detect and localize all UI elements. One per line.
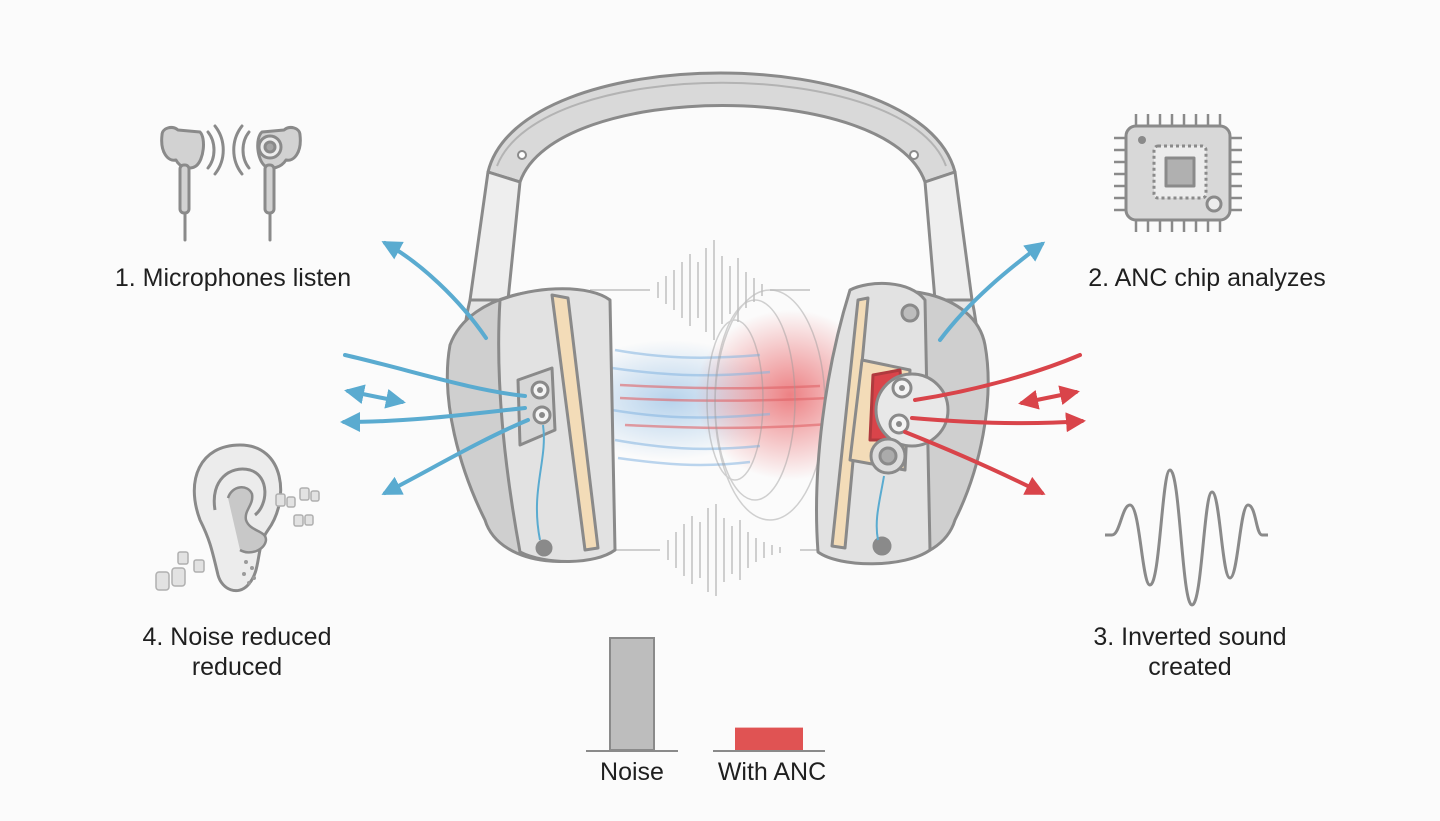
right-ear-cup [815, 281, 990, 566]
noise-arrow [381, 418, 530, 495]
inverted-wave-icon [1105, 468, 1268, 607]
step-3-line-1: 3. Inverted sound [1093, 623, 1287, 651]
step-4-line-1: 4. Noise reduced [142, 623, 332, 651]
noise-arrow [381, 241, 488, 340]
noise-bar [609, 637, 655, 751]
step-1-label: 1. Microphones listen [114, 264, 352, 292]
anti-noise-arrow [903, 430, 1046, 495]
right-slider [923, 170, 974, 302]
noise-comparison-chart [586, 637, 825, 752]
anti-noise-streams [619, 383, 831, 430]
step-4-line-2: reduced [191, 653, 283, 681]
headband [486, 71, 957, 184]
step-3-label: 3. Inverted sound created [1070, 622, 1310, 682]
noise-arrow [343, 353, 527, 398]
left-slider [468, 170, 522, 302]
noise-arrow [340, 406, 527, 432]
step-2-label: 2. ANC chip analyzes [1088, 264, 1326, 292]
anti-noise-arrow [1018, 385, 1080, 410]
noise-arrow [344, 384, 406, 409]
ear-icon [155, 443, 320, 593]
left-cushion [550, 293, 600, 552]
right-cushion [830, 296, 870, 550]
earbuds-microphone-icon [160, 124, 302, 242]
anc-bar-label: With ANC [717, 758, 827, 786]
anti-noise-arrow [913, 353, 1082, 402]
step-4-label: 4. Noise reduced reduced [117, 622, 357, 682]
bottom-waveform [610, 504, 830, 596]
noise-arrow [938, 241, 1046, 342]
noise-bar-label: Noise [600, 758, 664, 786]
noise-flow-arrows [340, 241, 1046, 495]
top-waveform [590, 240, 810, 340]
step-3-line-2: created [1148, 653, 1232, 681]
headphones-icon [445, 71, 990, 566]
anti-noise-arrow [910, 412, 1086, 433]
anti-noise-flow-arrows [903, 353, 1086, 495]
anc-bar [735, 727, 803, 750]
chip-icon [1114, 114, 1242, 232]
left-ear-cup [445, 287, 617, 563]
noise-streams [611, 348, 771, 467]
